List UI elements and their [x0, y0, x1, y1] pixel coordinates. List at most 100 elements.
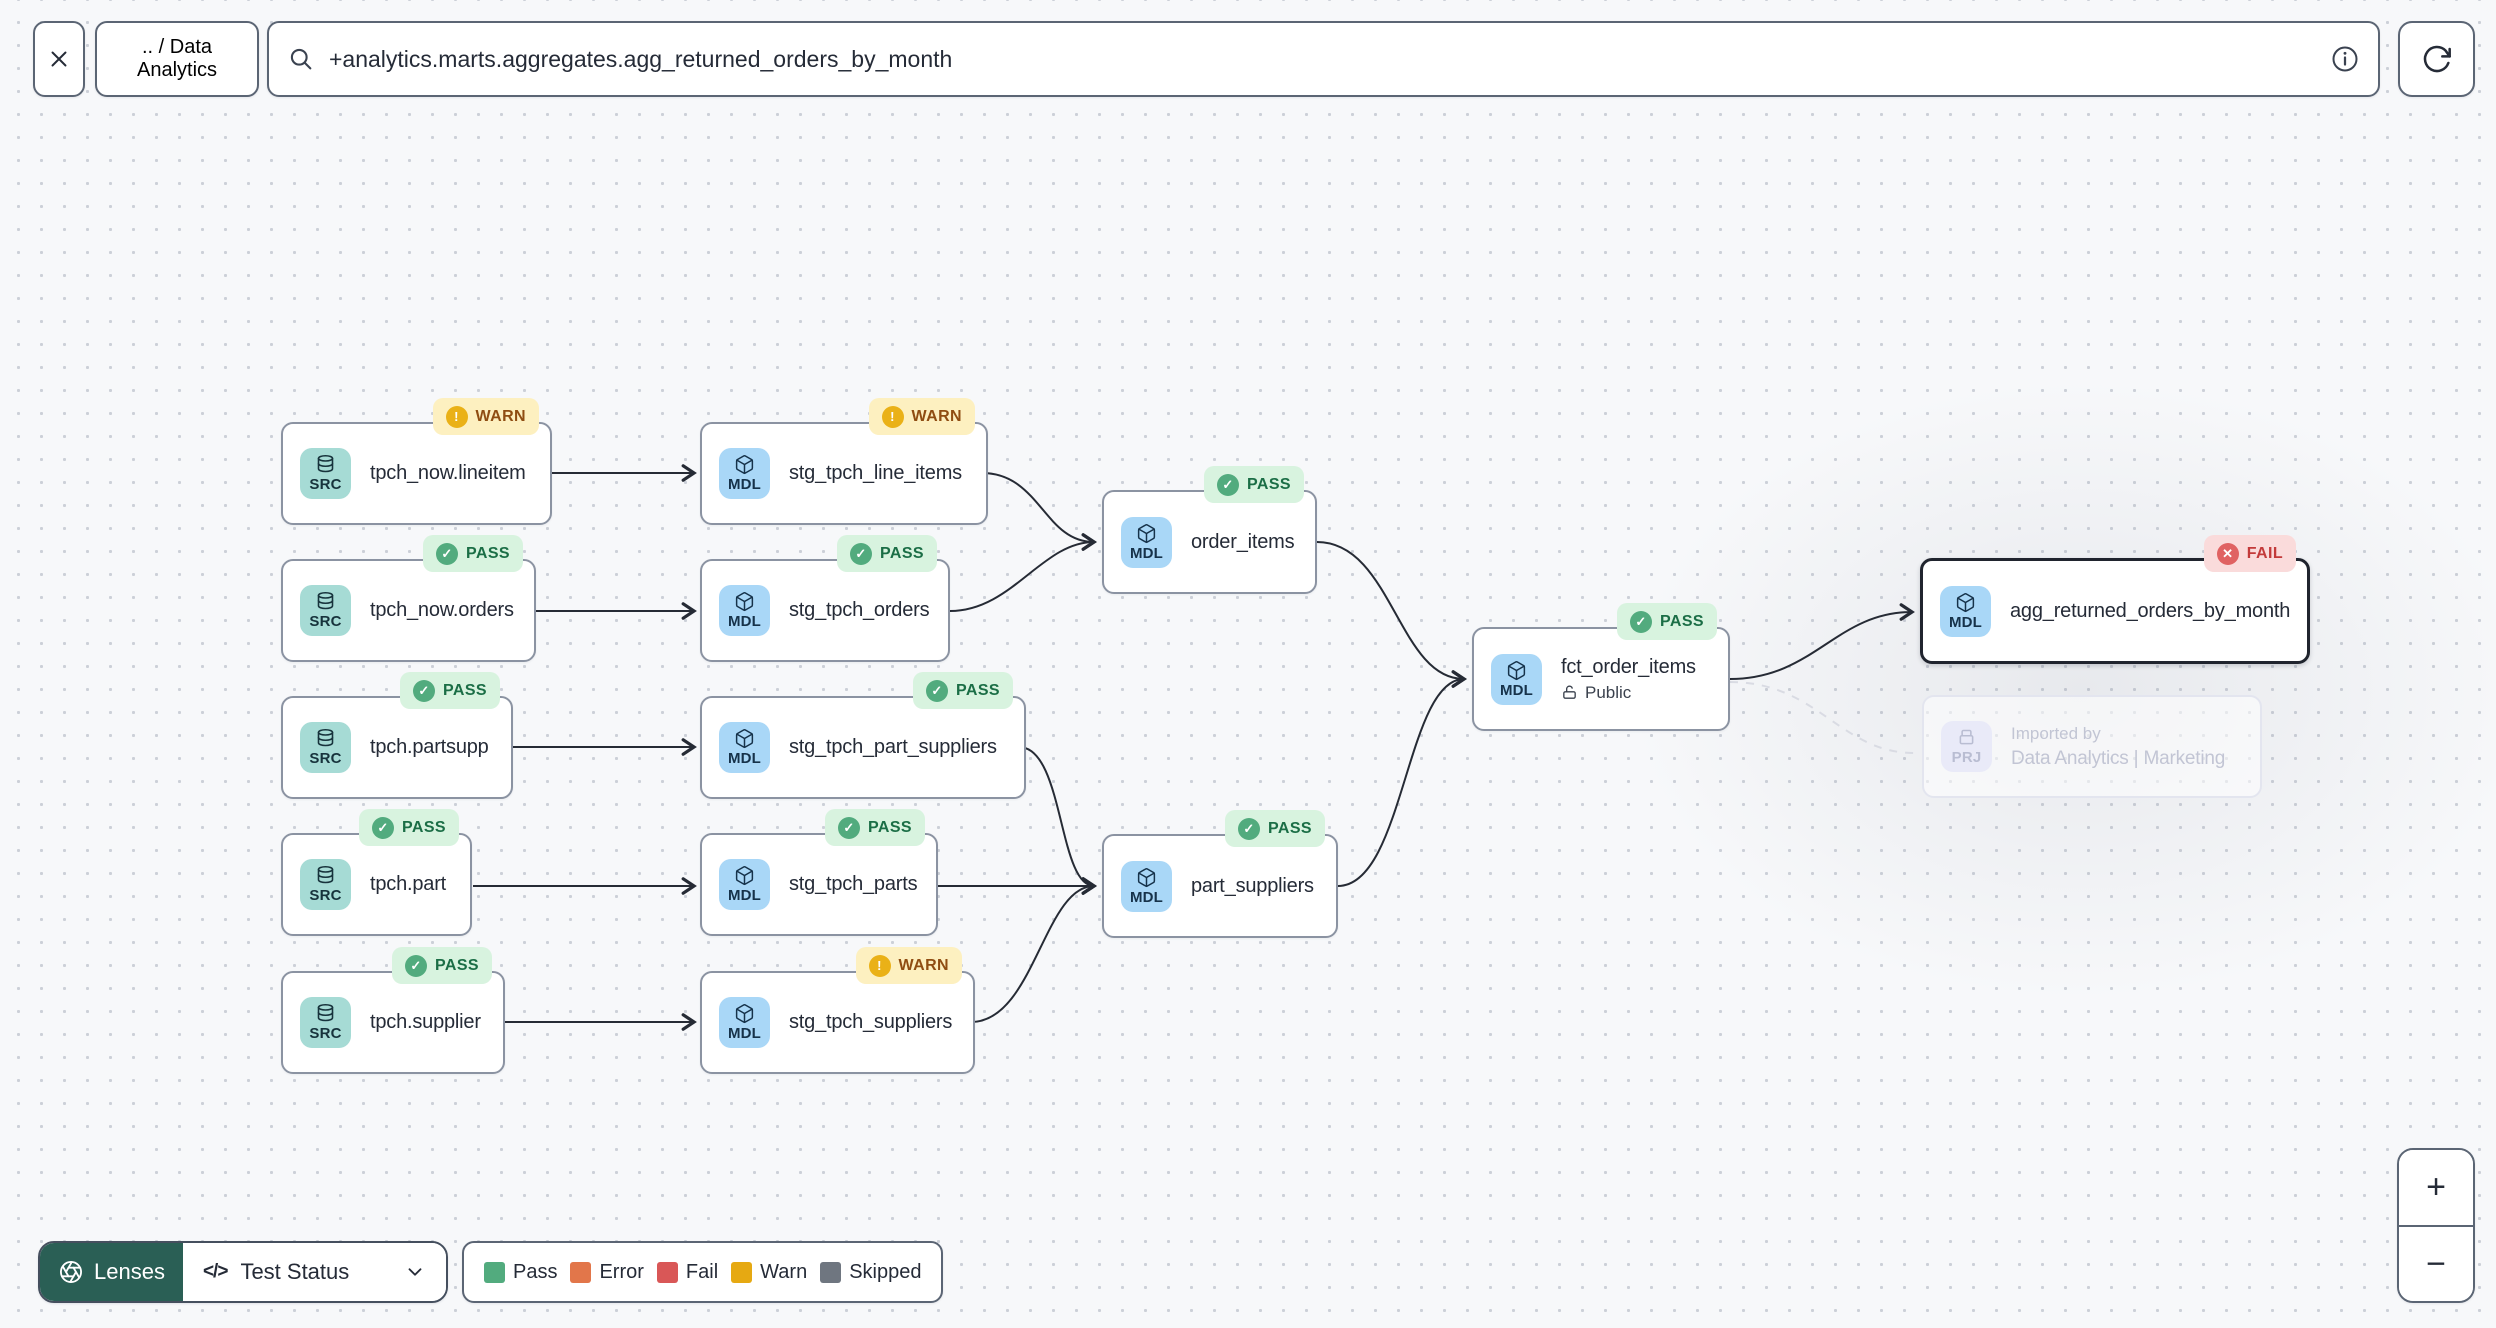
status-badge: ✓ PASS: [392, 947, 492, 984]
model-chip: MDL: [1121, 860, 1172, 912]
status-text: PASS: [443, 681, 487, 699]
model-chip: MDL: [719, 585, 770, 636]
refresh-button[interactable]: [2398, 21, 2475, 97]
source-chip: SRC: [300, 859, 351, 910]
error-swatch: [570, 1261, 592, 1283]
node-part_suppliers[interactable]: ✓PASS MDL part_suppliers: [1102, 810, 1338, 938]
node-label: tpch.partsupp: [370, 736, 489, 758]
source-chip: SRC: [300, 722, 351, 773]
model-chip: MDL: [719, 722, 770, 773]
status-text: PASS: [1247, 475, 1291, 493]
node-label: stg_tpch_parts: [789, 873, 918, 895]
node-tpch_now-orders[interactable]: ✓PASS SRC tpch_now.orders: [281, 535, 536, 662]
model-chip: MDL: [719, 448, 770, 499]
zoom-in-button[interactable]: +: [2399, 1150, 2473, 1225]
status-text: PASS: [435, 956, 479, 974]
node-fct_order_items[interactable]: ✓PASS MDL fct_order_items Public: [1472, 603, 1730, 731]
status-badge: ! WARN: [432, 398, 539, 435]
legend-item-pass: Pass: [484, 1261, 557, 1284]
model-chip: MDL: [719, 997, 770, 1048]
node-stg_tpch_parts[interactable]: ✓PASS MDL stg_tpch_parts: [700, 809, 938, 936]
source-chip: SRC: [300, 997, 351, 1048]
search-input[interactable]: [315, 45, 2330, 73]
check-icon: ✓: [413, 679, 436, 702]
check-icon: ✓: [1217, 473, 1240, 496]
code-icon: </>: [202, 1261, 229, 1282]
node-label: stg_tpch_part_suppliers: [789, 736, 997, 758]
node-label: agg_returned_orders_by_month: [2010, 599, 2291, 622]
project-chip: PRJ: [1941, 721, 1992, 772]
lens-selector[interactable]: </> Test Status: [182, 1243, 446, 1301]
search-bar[interactable]: [267, 21, 2380, 97]
source-chip: SRC: [300, 448, 351, 499]
zoom-out-button[interactable]: −: [2399, 1226, 2473, 1301]
node-agg_returned_orders_by_month[interactable]: ✕FAIL MDL agg_returned_orders_by_month: [1920, 535, 2310, 664]
node-stg_tpch_suppliers[interactable]: !WARN MDL stg_tpch_suppliers: [700, 947, 975, 1074]
chevron-down-icon: [408, 1268, 422, 1276]
breadcrumb-label: .. / Data Analytics: [136, 36, 218, 81]
check-icon: ✓: [405, 954, 428, 977]
status-text: WARN: [898, 956, 949, 974]
warn-icon: !: [881, 405, 904, 428]
lenses-control: Lenses </> Test Status: [38, 1241, 448, 1303]
legend-item-fail: Fail: [656, 1261, 718, 1284]
node-label: fct_order_items: [1561, 655, 1696, 678]
node-label: tpch.part: [370, 873, 447, 895]
status-text: PASS: [956, 681, 1000, 699]
aperture-icon: [60, 1261, 82, 1283]
cube-icon: [734, 728, 755, 749]
node-label: tpch.supplier: [370, 1011, 481, 1033]
database-icon: [315, 728, 336, 749]
lenses-label: Lenses: [94, 1259, 165, 1284]
status-badge: ✓PASS: [837, 535, 937, 572]
status-badge: ✓PASS: [359, 809, 459, 846]
warn-swatch: [731, 1261, 753, 1283]
project-icon: [1956, 727, 1977, 748]
source-chip: SRC: [300, 585, 351, 636]
node-label: order_items: [1191, 530, 1295, 553]
node-tpch-supplier[interactable]: ✓ PASS SRC tpch.supplier: [281, 947, 505, 1074]
node-stg_tpch_orders[interactable]: ✓PASS MDL stg_tpch_orders: [700, 535, 950, 662]
check-icon: ✓: [1238, 817, 1261, 840]
status-badge: ✓ PASS: [913, 672, 1013, 709]
status-badge: ✓PASS: [423, 535, 523, 572]
database-icon: [315, 1003, 336, 1024]
test-status-legend: Pass Error Fail Warn Skipped: [462, 1241, 944, 1303]
node-imported-by-project[interactable]: PRJ Imported by Data Analytics | Marketi…: [1922, 695, 2262, 798]
lens-selected-label: Test Status: [240, 1259, 350, 1284]
node-label: Data Analytics | Marketing: [2011, 747, 2226, 769]
fail-icon: ✕: [2216, 542, 2239, 565]
node-label: tpch_now.orders: [370, 599, 514, 621]
cube-icon: [734, 1003, 755, 1024]
node-label: stg_tpch_suppliers: [789, 1011, 953, 1033]
status-text: WARN: [475, 407, 526, 425]
cube-icon: [1136, 523, 1157, 544]
breadcrumb[interactable]: .. / Data Analytics: [95, 21, 259, 97]
status-badge: ✓PASS: [825, 809, 925, 846]
node-stg_tpch_part_suppliers[interactable]: ✓ PASS MDL stg_tpch_part_suppliers: [700, 672, 1026, 799]
status-badge: ✓ PASS: [400, 672, 500, 709]
search-icon: [290, 48, 312, 70]
node-stg_tpch_line_items[interactable]: !WARN MDL stg_tpch_line_items: [700, 398, 988, 525]
node-tpch_now-lineitem[interactable]: !WARN SRC tpch_now.lineitem: [281, 398, 552, 525]
node-tpch-part[interactable]: ✓PASS SRC tpch.part: [281, 809, 472, 936]
check-icon: ✓: [926, 679, 949, 702]
status-badge: ✕FAIL: [2203, 535, 2296, 572]
database-icon: [315, 865, 336, 886]
warn-icon: !: [445, 405, 468, 428]
node-order_items[interactable]: ✓PASS MDL order_items: [1102, 466, 1317, 594]
model-chip: MDL: [719, 859, 770, 910]
refresh-icon: [2423, 45, 2451, 73]
legend-item-skipped: Skipped: [820, 1261, 921, 1284]
legend-item-warn: Warn: [731, 1261, 807, 1284]
status-badge: ✓PASS: [1617, 603, 1717, 640]
status-text: PASS: [402, 818, 446, 836]
imported-by-label: Imported by: [2011, 723, 2101, 743]
node-tpch-partsupp[interactable]: ✓ PASS SRC tpch.partsupp: [281, 672, 513, 799]
check-icon: ✓: [1630, 610, 1653, 633]
lenses-button[interactable]: Lenses: [40, 1243, 183, 1301]
node-label: stg_tpch_orders: [789, 599, 930, 621]
close-button[interactable]: [33, 21, 85, 97]
info-icon[interactable]: [2330, 44, 2360, 74]
